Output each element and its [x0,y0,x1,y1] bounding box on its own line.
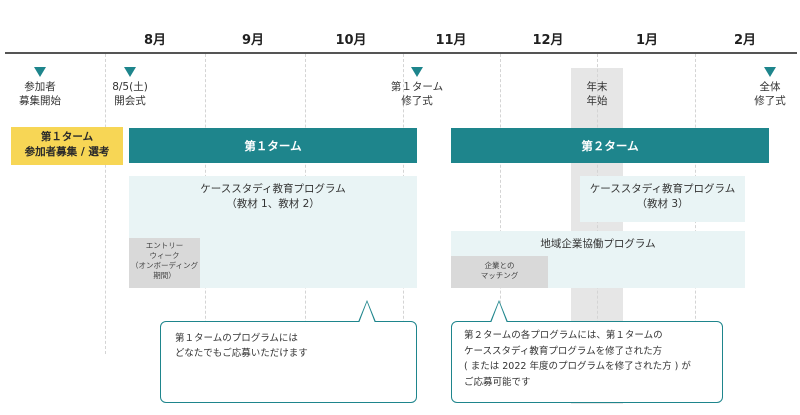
month-label: 11月 [435,33,467,48]
callout-pointer [491,302,507,323]
milestone-marker [124,67,136,77]
month-label: 12月 [532,33,564,48]
guide-line [105,54,106,354]
milestone-year-end: 年末 年始 [586,81,608,107]
term2-bar: 第２ターム [451,128,769,163]
callout-pointer [359,302,375,323]
term1-callout-text: 第１タームのプログラムには どなたでもご応募いただけます [175,333,308,359]
month-label: 9月 [241,33,265,48]
milestone-term1-end: 第１ターム 修了式 [390,81,444,107]
milestone-marker [411,67,423,77]
milestone-marker [764,67,776,77]
case-study-program-2: ケーススタディ教育プログラム （教材 3） [580,176,745,222]
recruit-select-bar: 第１ターム 参加者募集 / 選考 [11,127,123,165]
case-study-program-1-title: ケーススタディ教育プログラム （教材 1、教材 2） [200,183,346,210]
month-label: 8月 [143,33,167,48]
milestone-recruit-start: 参加者 募集開始 [19,81,61,107]
milestone-opening: 8/5(土) 開会式 [112,81,148,107]
case-study-program-2-title: ケーススタディ教育プログラム （教材 3） [589,183,736,210]
regional-program-title: 地域企業協働プログラム [540,238,656,250]
milestone-overall-end: 全体 修了式 [754,81,786,107]
timeline-axis [5,52,797,54]
term2-callout: 第２タームの各プログラムには、第１タームの ケーススタディ教育プログラムを修了さ… [451,321,723,403]
matching-block: 企業との マッチング [451,256,548,288]
month-label: 2月 [733,33,757,48]
guide-line [500,54,501,354]
term1-callout: 第１タームのプログラムには どなたでもご応募いただけます [160,321,417,403]
month-label: 1月 [635,33,659,48]
milestone-marker [34,67,46,77]
entry-week-block: エントリー ウィーク （オンボーディング 期間） [129,238,200,288]
term2-callout-text: 第２タームの各プログラムには、第１タームの ケーススタディ教育プログラムを修了さ… [464,330,691,388]
month-label: 10月 [335,33,367,48]
term1-bar: 第１ターム [129,128,417,163]
